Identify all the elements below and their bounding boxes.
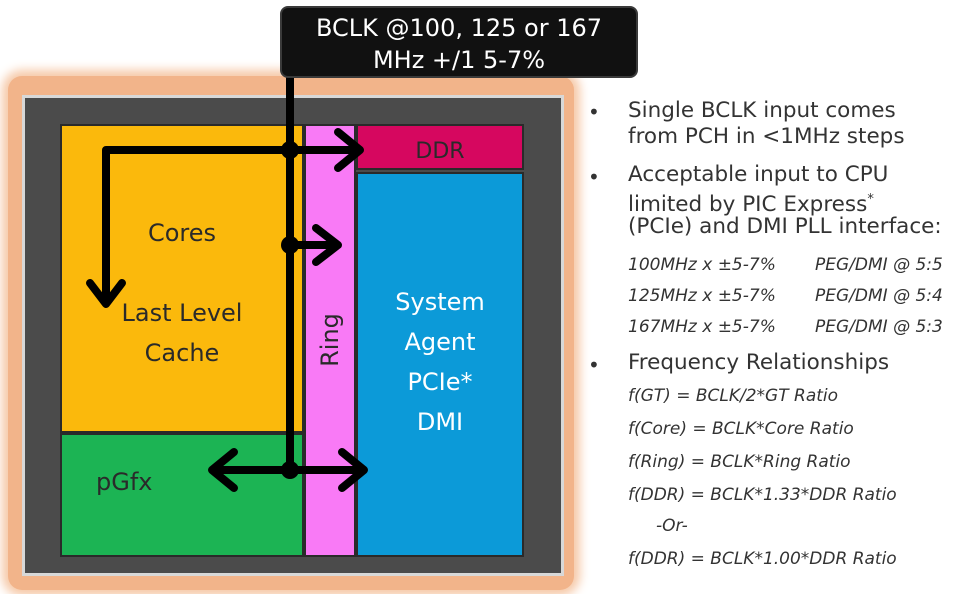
- pll-ratio-167: PEG/DMI @ 5:3: [815, 317, 943, 337]
- llc-label-line1: Last Level: [121, 299, 243, 327]
- sa-label-line2: Agent: [404, 328, 476, 356]
- llc-label-line2: Cache: [144, 339, 220, 367]
- rel-ddr-133: f(DDR) = BCLK*1.33*DDR Ratio: [628, 485, 897, 505]
- note-1-line1: Single BCLK input comes: [628, 98, 896, 123]
- ddr-label: DDR: [415, 139, 465, 164]
- callout-line1: BCLK @100, 125 or 167: [315, 14, 603, 42]
- pll-ratio-125: PEG/DMI @ 5:4: [815, 286, 943, 306]
- system-agent-block: [356, 172, 524, 557]
- bullet-1: •: [588, 100, 600, 124]
- rel-core: f(Core) = BCLK*Core Ratio: [628, 419, 854, 439]
- pll-freq-167: 167MHz x ±5-7%: [628, 317, 776, 337]
- bclk-callout: BCLK @100, 125 or 167 MHz +/1 5-7%: [280, 6, 638, 78]
- sa-label-line1: System: [395, 288, 485, 316]
- pgfx-block: [60, 433, 304, 557]
- pll-freq-125: 125MHz x ±5-7%: [628, 286, 776, 306]
- cores-label: Cores: [147, 219, 217, 247]
- rel-or: -Or-: [656, 516, 688, 536]
- note-2-line2: limited by PIC Express*: [628, 192, 874, 218]
- rel-ring: f(Ring) = BCLK*Ring Ratio: [628, 452, 851, 472]
- pll-ratio-100: PEG/DMI @ 5:5: [815, 255, 943, 275]
- bullet-2: •: [588, 165, 600, 189]
- note-2-line1: Acceptable input to CPU: [628, 162, 889, 187]
- note-2-sup: *: [867, 192, 874, 207]
- pgfx-label: pGfx: [96, 468, 153, 496]
- bullet-3: •: [588, 353, 600, 377]
- pll-freq-100: 100MHz x ±5-7%: [628, 255, 776, 275]
- rel-ddr-100: f(DDR) = BCLK*1.00*DDR Ratio: [628, 549, 897, 569]
- sa-label-line4: DMI: [416, 408, 464, 436]
- note-1-line2: from PCH in <1MHz steps: [628, 124, 905, 149]
- rel-gt: f(GT) = BCLK/2*GT Ratio: [628, 386, 839, 406]
- sa-label-line3: PCIe*: [407, 368, 473, 396]
- cores-block: [60, 124, 304, 433]
- note-3: Frequency Relationships: [628, 350, 890, 375]
- note-2-line3: (PCIe) and DMI PLL interface:: [628, 214, 942, 239]
- callout-line2: MHz +/1 5-7%: [372, 46, 546, 74]
